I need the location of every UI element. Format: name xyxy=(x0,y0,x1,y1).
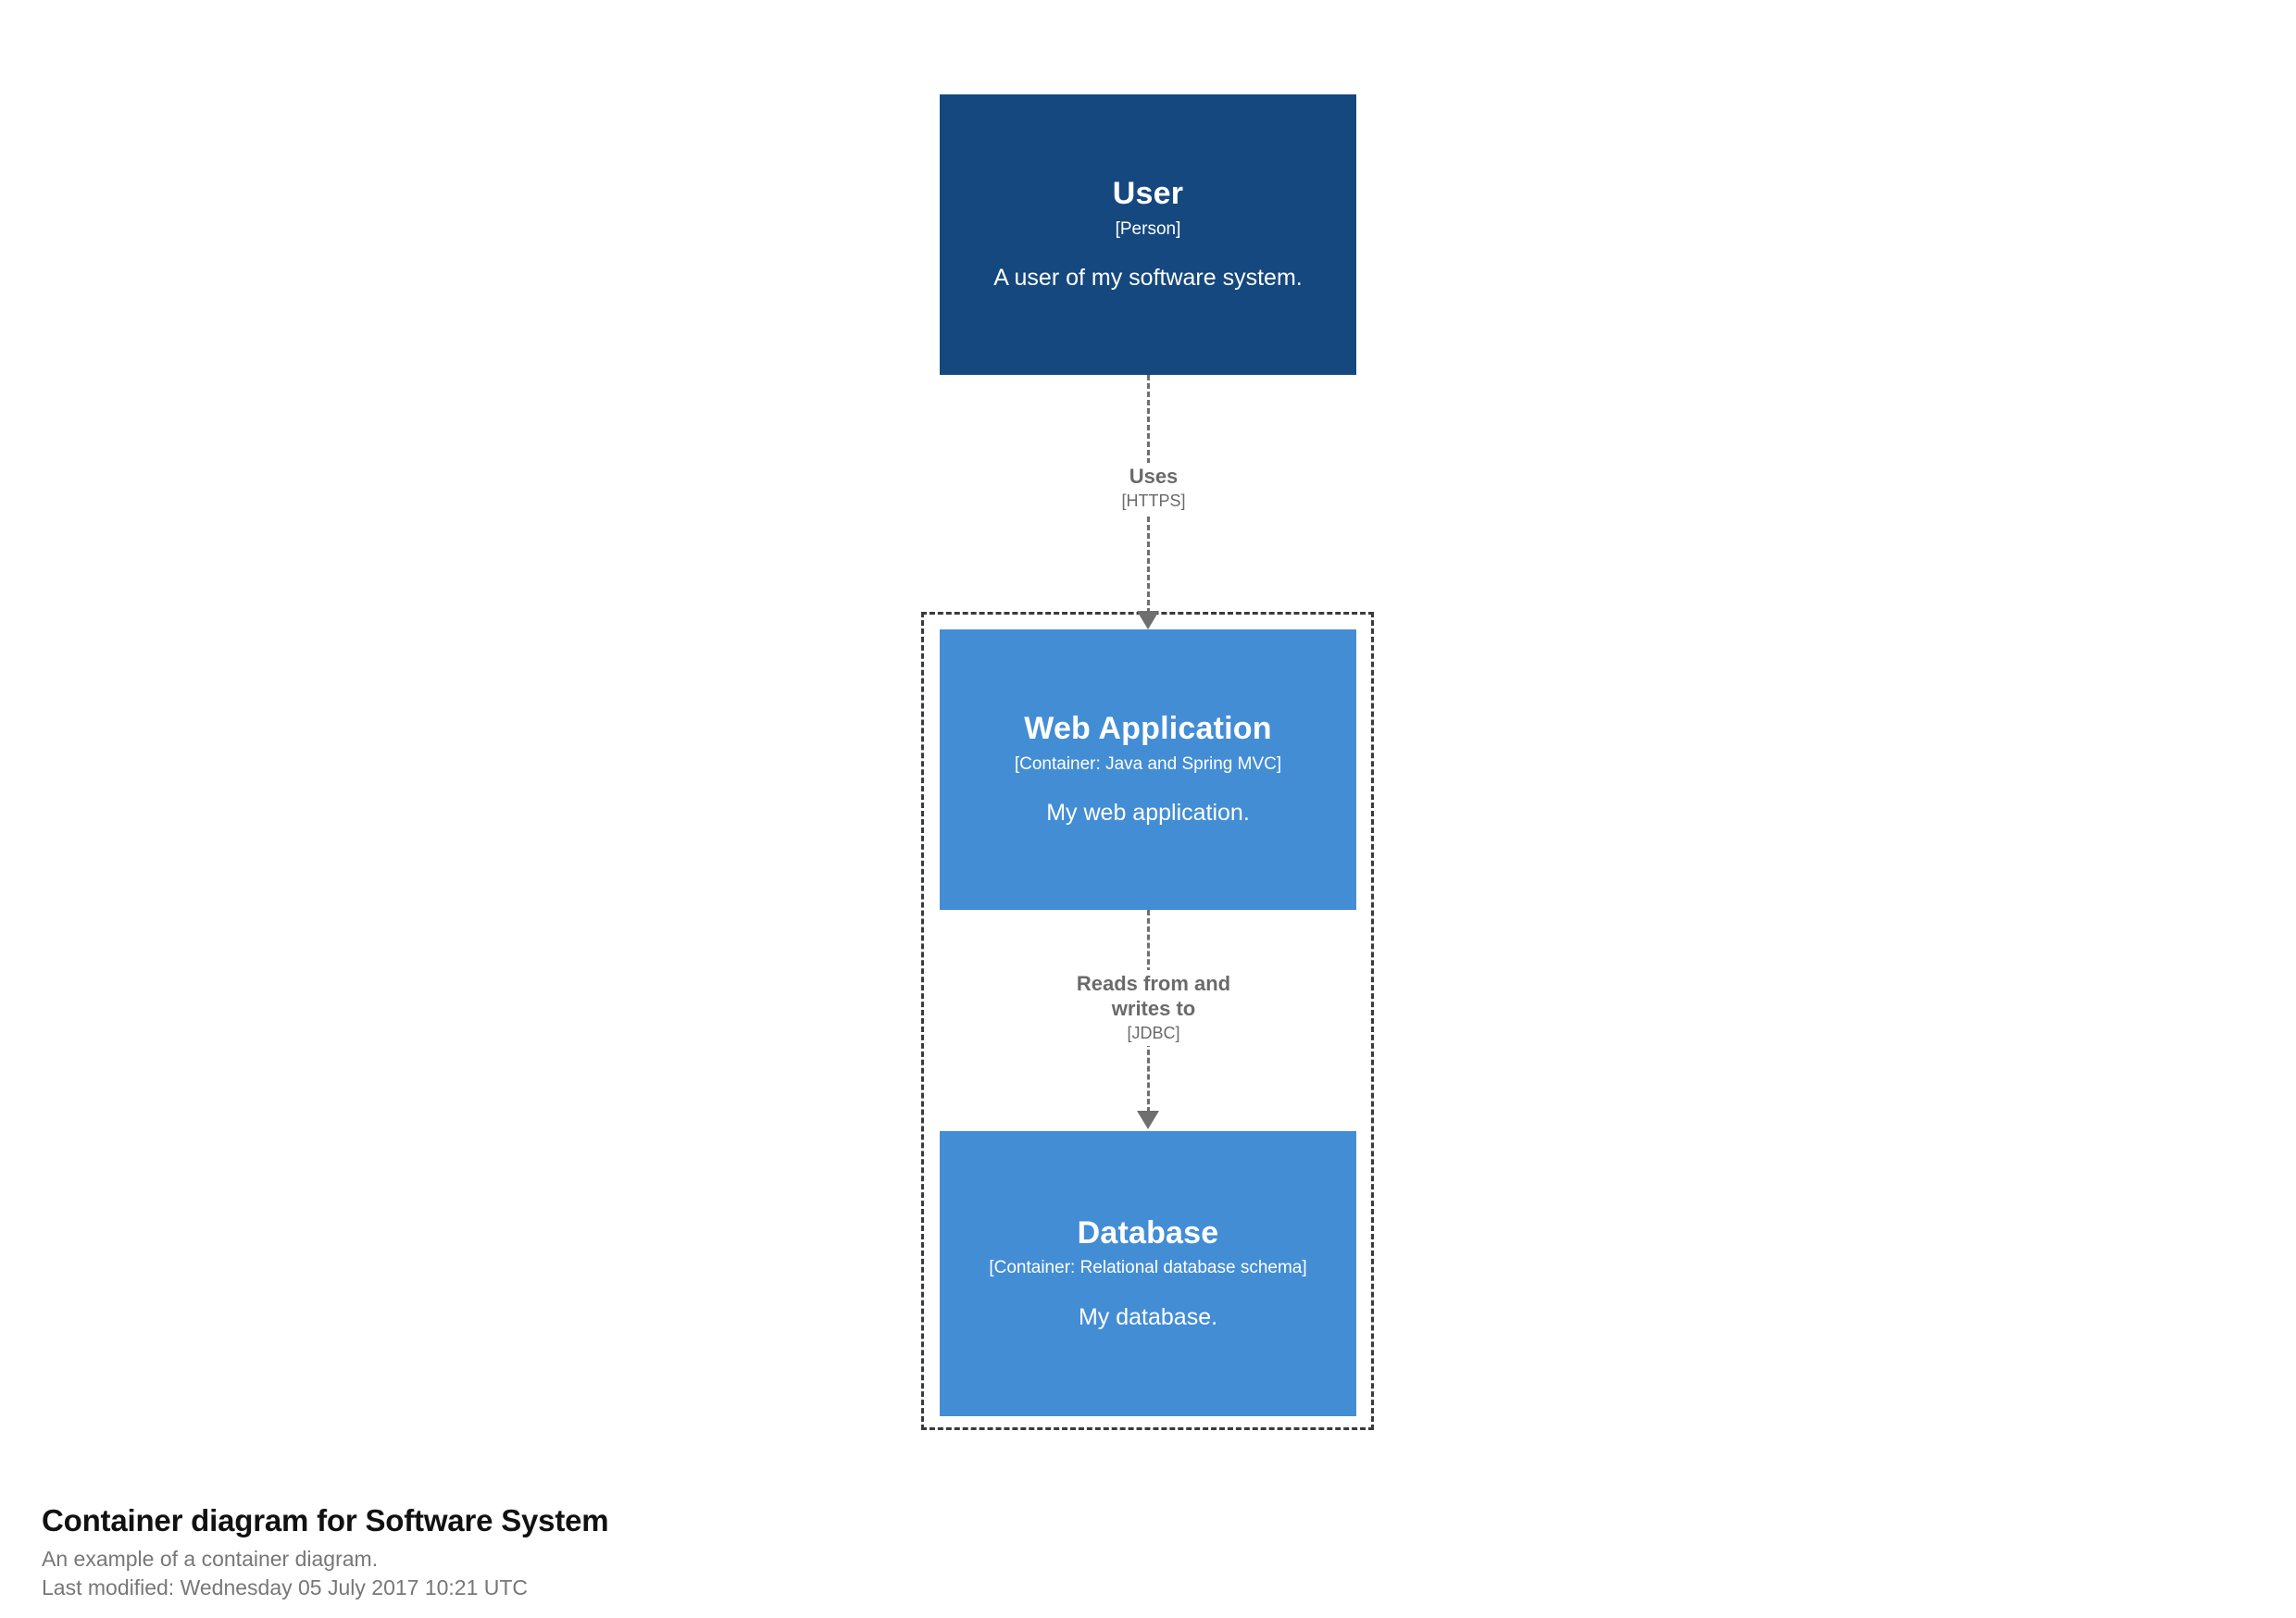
node-database[interactable]: Database [Container: Relational database… xyxy=(940,1131,1356,1416)
node-user-name: User xyxy=(1112,176,1184,212)
node-user-type: [Person] xyxy=(1115,218,1181,239)
relationship-description: Reads from and writes to xyxy=(1076,972,1231,1020)
node-database-description: My database. xyxy=(1078,1303,1218,1330)
diagram-caption: Container diagram for Software System An… xyxy=(42,1501,1338,1602)
node-web-application-type: [Container: Java and Spring MVC] xyxy=(1014,753,1282,774)
node-web-application[interactable]: Web Application [Container: Java and Spr… xyxy=(940,629,1356,910)
node-web-application-name: Web Application xyxy=(1024,711,1272,747)
node-database-name: Database xyxy=(1077,1214,1219,1251)
caption-title: Container diagram for Software System xyxy=(42,1503,609,1537)
caption-last-modified: Last modified: Wednesday 05 July 2017 10… xyxy=(42,1575,529,1600)
node-web-application-description: My web application. xyxy=(1046,800,1250,827)
node-user[interactable]: User [Person] A user of my software syst… xyxy=(940,94,1356,375)
caption-subtitle: An example of a container diagram. xyxy=(42,1547,379,1572)
node-user-description: A user of my software system. xyxy=(993,265,1303,292)
arrow-head-icon xyxy=(1137,611,1159,629)
arrow-head-icon xyxy=(1137,1111,1159,1129)
relationship-label: Reads from and writes to [JDBC] xyxy=(1000,970,1307,1046)
relationship-technology: [HTTPS] xyxy=(1121,491,1186,510)
node-database-type: [Container: Relational database schema] xyxy=(989,1258,1307,1278)
relationship-label: Uses [HTTPS] xyxy=(1000,463,1307,514)
relationship-description: Uses xyxy=(1129,465,1179,488)
relationship-technology: [JDBC] xyxy=(1127,1023,1180,1042)
